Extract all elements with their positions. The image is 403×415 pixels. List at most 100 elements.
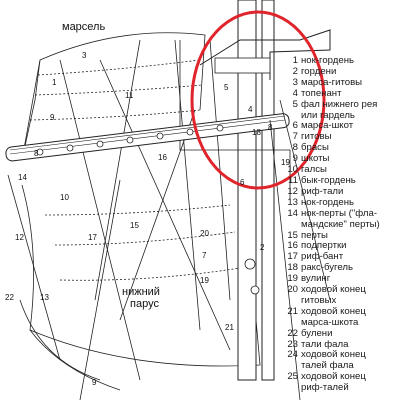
mast — [237, 0, 257, 381]
legend-item-text: бык-гордень — [301, 174, 356, 186]
callout-8b: 8 — [34, 149, 39, 158]
legend-item-text: ходовой конец — [301, 305, 366, 317]
legend-item-text: марса-гитовы — [301, 76, 363, 88]
legend-item-number: 3 — [292, 76, 298, 88]
legend-item-number: 17 — [287, 251, 298, 263]
legend-item-number: 14 — [287, 207, 298, 219]
legend-item-text: талей фала — [301, 360, 354, 372]
legend-item-text: риф-бант — [301, 251, 344, 263]
legend-item-number: 4 — [292, 87, 298, 99]
legend-item-text: нок-гордень — [301, 196, 354, 208]
legend-item-text: гордени — [301, 65, 337, 77]
legend-item-text: подпертки — [301, 240, 347, 252]
legend-item-number: 8 — [292, 142, 298, 154]
legend-item-number: 24 — [287, 349, 298, 361]
callout-18: 18 — [252, 128, 261, 137]
legend-item-number: 16 — [287, 240, 298, 252]
legend-item-number: 22 — [287, 327, 298, 339]
legend-item-text: ходовой конец — [301, 371, 366, 383]
callout-1: 1 — [52, 78, 57, 87]
legend-item-number: 1 — [292, 55, 298, 66]
callout-9: 9 — [50, 113, 55, 122]
callout-16: 16 — [158, 153, 167, 162]
callout-10: 10 — [60, 193, 69, 202]
legend-item-number: 7 — [292, 131, 298, 143]
legend-item: марса-шкота — [286, 317, 403, 329]
legend-item-number: 10 — [287, 164, 298, 176]
legend-item-text: гитовых — [301, 294, 337, 306]
callout-numbers: 3 1 11 5 4 18 8 19 9 8 14 10 12 17 15 22… — [5, 51, 290, 387]
legend-item: риф-талей — [286, 382, 403, 394]
legend-item-number: 21 — [287, 305, 298, 317]
legend-item-text: ходовой конец — [301, 349, 366, 361]
legend-item-text: перты — [301, 229, 328, 241]
legend-item-text: риф-талей — [301, 382, 349, 394]
callout-20: 20 — [200, 229, 209, 238]
legend-item-number: 20 — [287, 284, 298, 296]
callout-4: 4 — [248, 105, 253, 114]
callout-3: 3 — [82, 51, 87, 60]
callout-7: 7 — [202, 251, 207, 260]
legend-item-text: ракс-бугель — [301, 262, 353, 274]
legend-item-text: мандские" перты) — [301, 218, 380, 230]
callout-15: 15 — [130, 221, 139, 230]
callout-22: 22 — [5, 293, 14, 302]
top-sail-outline — [21, 32, 206, 161]
callout-17: 17 — [88, 233, 97, 242]
callout-5: 5 — [224, 83, 229, 92]
legend-item-text: булени — [301, 327, 333, 339]
legend-item-text: нок-гордень — [301, 55, 354, 66]
callout-19b: 19 — [200, 276, 209, 285]
legend-item-text: брасы — [301, 142, 329, 154]
legend-item-number: 15 — [287, 229, 298, 241]
legend-item-text: марса-шкот — [301, 120, 354, 132]
lower-sail-outline — [21, 184, 261, 367]
highlight-circle — [190, 10, 326, 190]
legend-item-number: 9 — [292, 153, 298, 165]
legend-item-text: фал нижнего рея — [301, 98, 378, 110]
legend-item-number: 11 — [288, 174, 298, 186]
legend-item-text: галсы — [301, 164, 327, 176]
legend-item-text: риф-тали — [301, 185, 344, 197]
callout-11: 11 — [125, 91, 134, 100]
callout-2: 2 — [260, 243, 265, 252]
legend-item-text: вулинг — [301, 273, 331, 285]
legend-item-text: шкоты — [301, 153, 330, 165]
callout-6: 6 — [240, 178, 245, 187]
callout-8: 8 — [268, 123, 273, 132]
legend-item-number: 19 — [287, 273, 298, 285]
legend-item: талей фала — [286, 360, 403, 372]
legend-item-number: 2 — [292, 65, 298, 77]
legend-item-number: 13 — [287, 196, 298, 208]
callout-21: 21 — [225, 323, 234, 332]
top-sail-label: марсель — [62, 21, 105, 33]
callout-14: 14 — [18, 173, 27, 182]
legend-item-number: 18 — [287, 262, 298, 274]
callout-13: 13 — [40, 293, 49, 302]
